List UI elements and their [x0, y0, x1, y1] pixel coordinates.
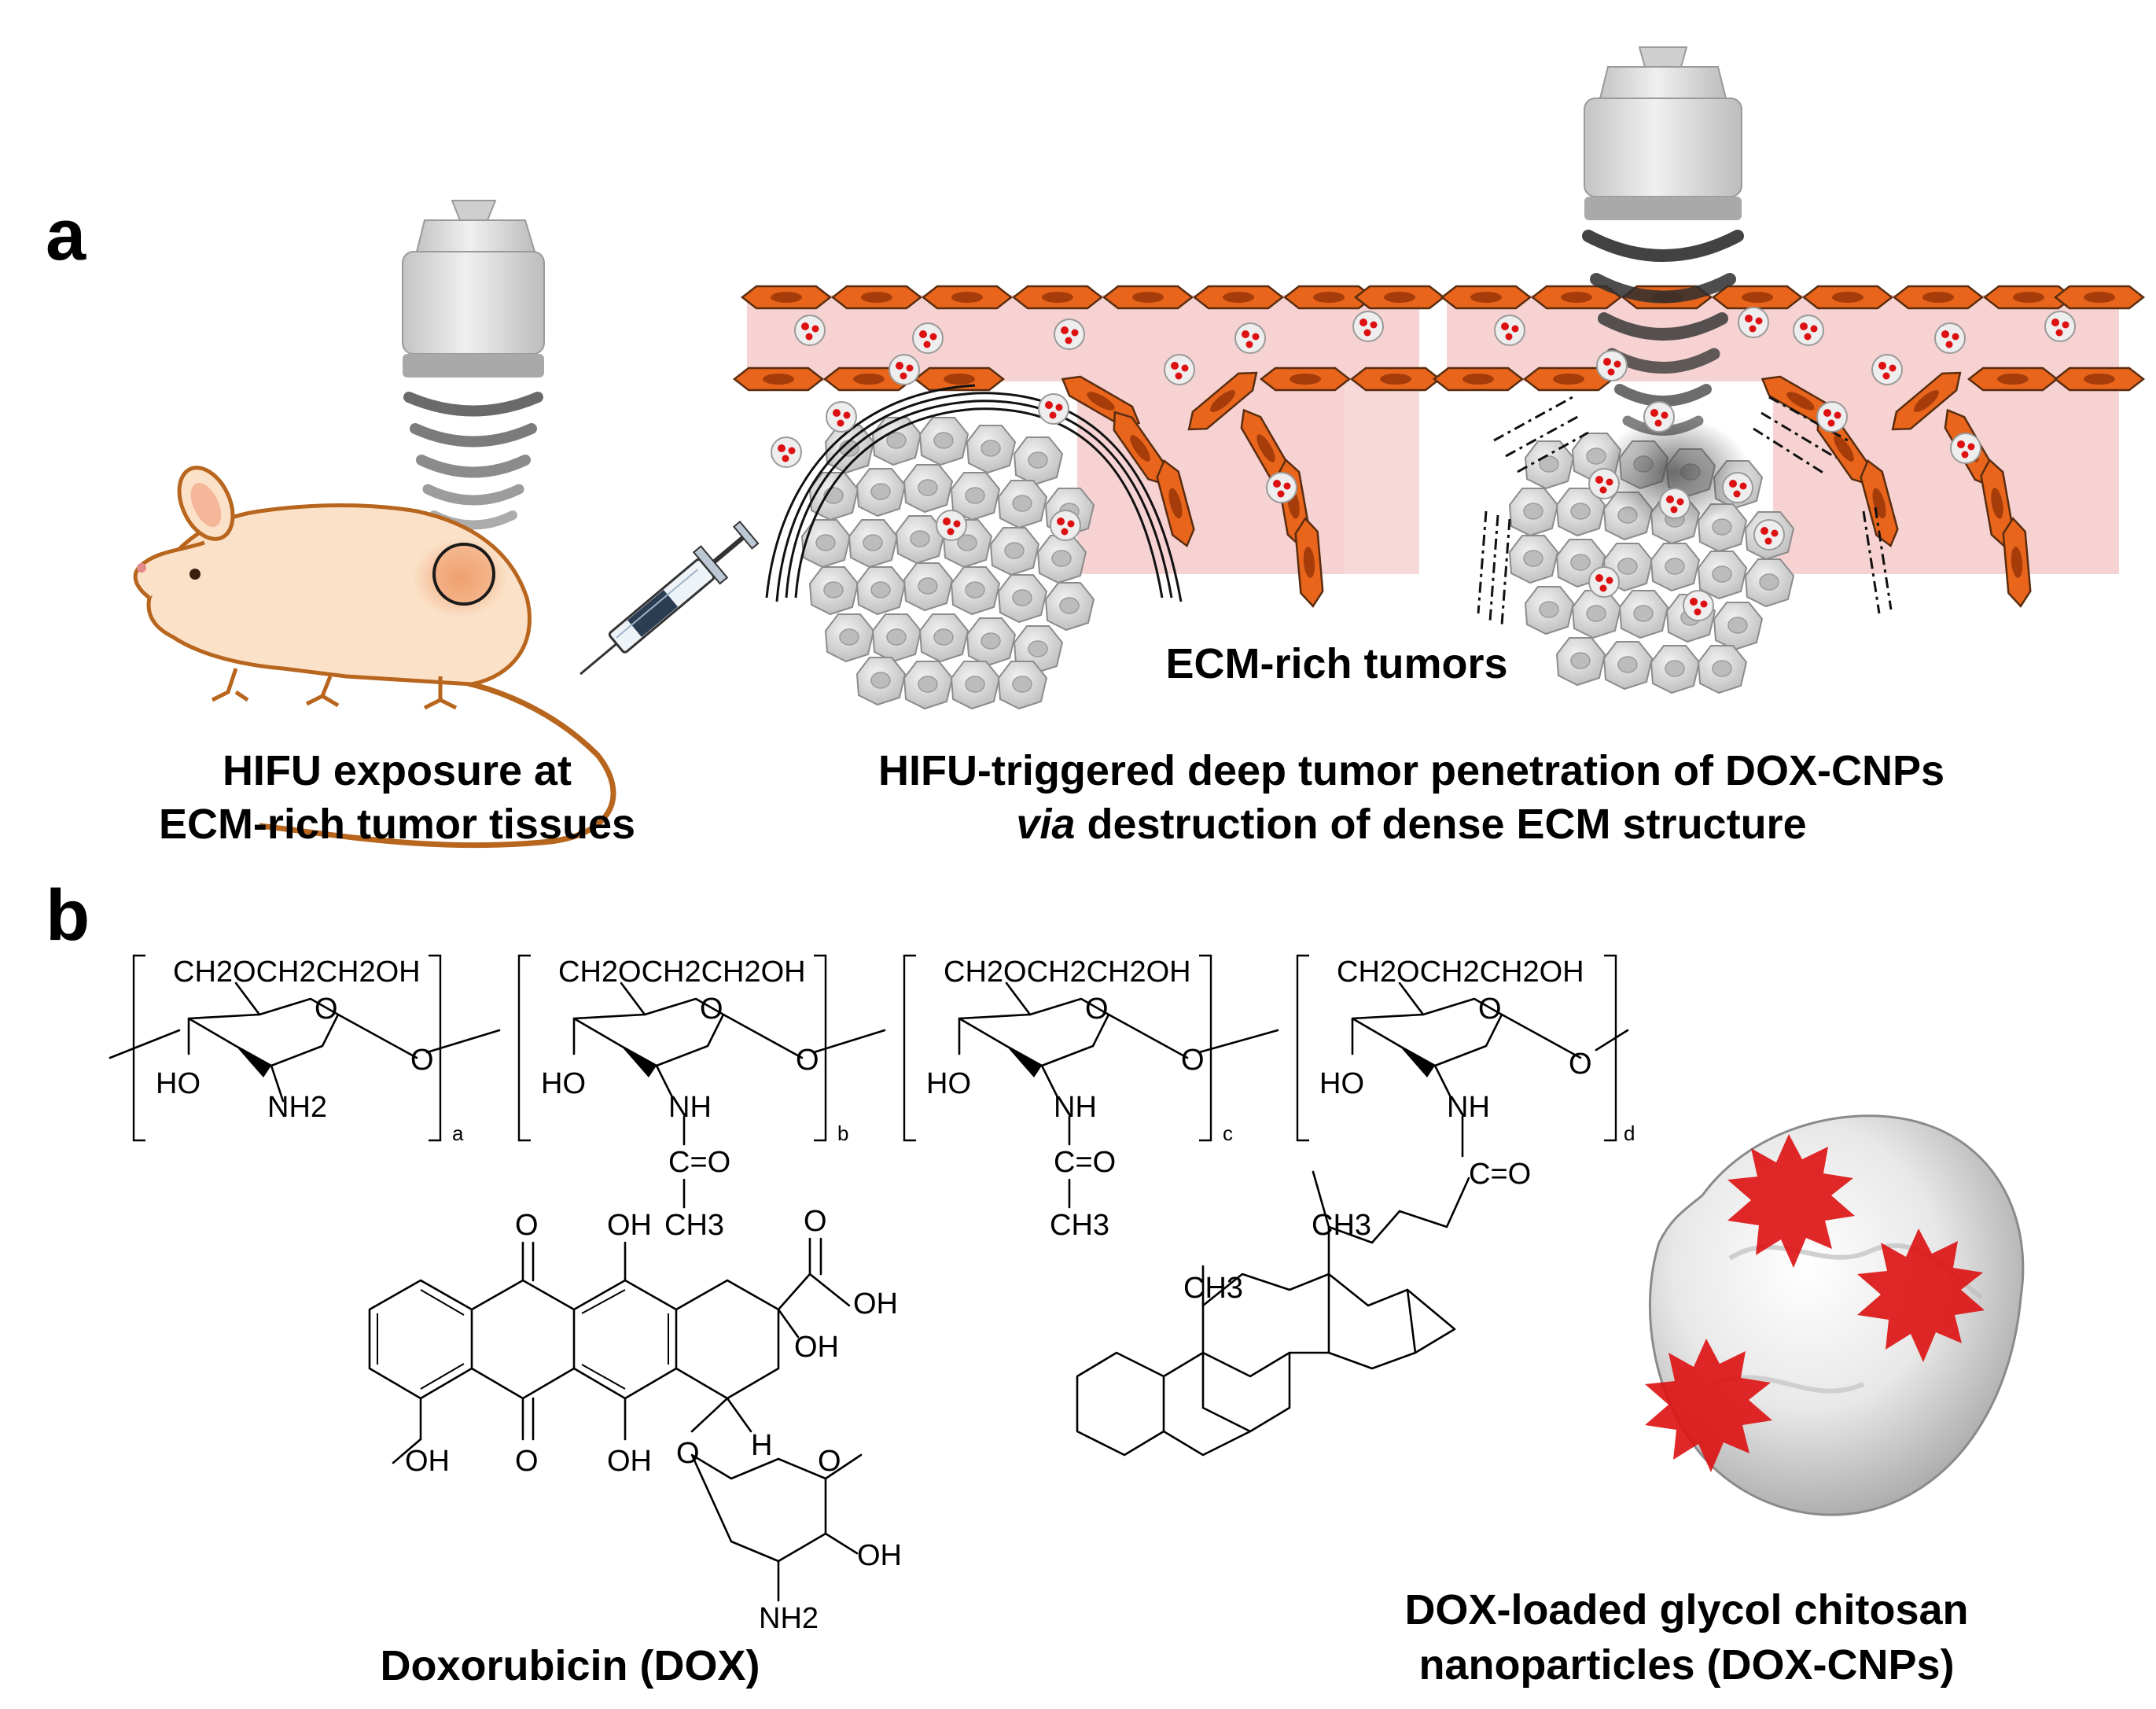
ecm-fibers — [765, 384, 1183, 602]
hifu-transducer-icon — [402, 200, 545, 378]
dox-atom-nh2: NH2 — [759, 1602, 819, 1635]
hifu-transducer-after-icon — [1584, 46, 1742, 220]
ultrasound-waves — [403, 392, 543, 530]
ring-hydroxyl-b: HO — [541, 1067, 586, 1100]
tumor-site-marker — [432, 543, 495, 606]
glycosidic-oxygen-c: O — [1181, 1044, 1205, 1077]
broken-ecm-fibers — [1477, 396, 1893, 626]
dox-atom-methoxy-oxygen: OH — [405, 1445, 450, 1478]
subscript-d: d — [1624, 1122, 1635, 1145]
steroid-methyl-2: CH3 — [1183, 1272, 1243, 1305]
substituent-c: NH — [1054, 1091, 1097, 1124]
substituent-d: NH — [1447, 1091, 1490, 1124]
glycosidic-oxygen-a: O — [410, 1044, 434, 1077]
subscript-b: b — [837, 1122, 848, 1145]
glycosidic-oxygen-b: O — [796, 1044, 819, 1077]
ring-oxygen-a: O — [315, 993, 338, 1026]
dox-atom-oh-bottom: OH — [607, 1445, 652, 1478]
dox-atom-ketone: O — [804, 1205, 827, 1238]
caption-left-line1: HIFU exposure at — [223, 747, 572, 794]
dox-atom-oh-tertiary: OH — [794, 1331, 839, 1364]
caption-right-line2-rest: destruction of dense ECM structure — [1075, 801, 1806, 848]
doxorubicin-structure: O OH O OH OH OH O OH H O O O OH NH2 — [368, 1205, 902, 1635]
dox-atom-quinone-top: O — [515, 1209, 539, 1242]
polymer-unit-b: CH2OCH2CH2OH O HO NH C=O CH3 O b — [517, 954, 848, 1242]
methyl-c: CH3 — [1050, 1209, 1109, 1242]
panel-letter-a: a — [46, 195, 86, 275]
dox-atom-quinone-bottom: O — [515, 1445, 539, 1478]
nanoparticle-label-line2: nanoparticles (DOX-CNPs) — [1418, 1641, 1954, 1689]
side-chain-c: CH2OCH2CH2OH — [944, 956, 1191, 989]
ring-hydroxyl-c: HO — [926, 1067, 971, 1100]
caption-left-line2: ECM-rich tumor tissues — [159, 801, 635, 848]
dox-atom-oh-top: OH — [607, 1209, 652, 1242]
ring-hydroxyl-d: HO — [1319, 1067, 1364, 1100]
caption-right-line2: via destruction of dense ECM structure — [1016, 801, 1806, 848]
glycol-chitosan-structure: CH2OCH2CH2OH O HO NH2 O a CH2OCH2CH2OH O… — [109, 954, 1635, 1242]
polymer-unit-c: CH2OCH2CH2OH O HO NH C=O CH3 O c — [903, 954, 1233, 1242]
mouse-icon — [133, 466, 616, 849]
tumor-mass-before — [801, 417, 1095, 709]
dox-label: Doxorubicin (DOX) — [381, 1642, 760, 1689]
ring-oxygen-c: O — [1085, 993, 1109, 1026]
dox-atom-h: H — [751, 1429, 772, 1462]
dox-atom-sugar-ring-oxygen: O — [818, 1445, 841, 1478]
caption-italic-via: via — [1016, 801, 1075, 848]
side-chain-a: CH2OCH2CH2OH — [173, 956, 421, 989]
caption-right-line1: HIFU-triggered deep tumor penetration of… — [878, 747, 1944, 794]
polymer-unit-a: CH2OCH2CH2OH O HO NH2 O a — [132, 954, 464, 1145]
tumor-label: ECM-rich tumors — [1165, 640, 1507, 687]
nanoparticle-label-line1: DOX-loaded glycol chitosan — [1404, 1586, 1968, 1633]
methyl-b: CH3 — [664, 1209, 724, 1242]
ring-oxygen-b: O — [700, 993, 723, 1026]
syringe-icon — [579, 520, 760, 676]
substituent-b: NH — [668, 1091, 712, 1124]
carbonyl-c: C=O — [1054, 1146, 1116, 1179]
subscript-c: c — [1223, 1122, 1233, 1145]
ring-oxygen-d: O — [1478, 993, 1502, 1026]
ring-hydroxyl-a: HO — [156, 1067, 201, 1100]
tissue-scene-after — [1433, 46, 2145, 694]
steroid-methyl-1: CH3 — [1312, 1209, 1371, 1242]
mouse-hifu-scene — [133, 200, 760, 849]
nanoparticle-icon — [1645, 1114, 2025, 1516]
glycosidic-oxygen-d: O — [1569, 1048, 1592, 1081]
dox-atom-glycosidic-oxygen: O — [676, 1437, 700, 1470]
dox-atom-sugar-oh: OH — [857, 1539, 902, 1572]
subscript-a: a — [452, 1122, 464, 1145]
endothelial-row-top — [741, 285, 1445, 310]
tissue-scene-before — [733, 285, 1445, 709]
carbonyl-b: C=O — [668, 1146, 730, 1179]
side-chain-d: CH2OCH2CH2OH — [1337, 956, 1584, 989]
panel-letter-b: b — [46, 875, 90, 956]
polymer-unit-d: CH2OCH2CH2OH O HO NH C=O O d — [1296, 954, 1635, 1191]
side-chain-b: CH2OCH2CH2OH — [558, 956, 806, 989]
cholanic-acid-structure: CH3 CH3 — [1076, 1170, 1470, 1457]
endothelial-row-top-after — [1440, 285, 2145, 310]
dox-atom-oh-terminal: OH — [853, 1287, 898, 1320]
substituent-a: NH2 — [267, 1091, 327, 1124]
carbonyl-d: C=O — [1469, 1158, 1531, 1191]
